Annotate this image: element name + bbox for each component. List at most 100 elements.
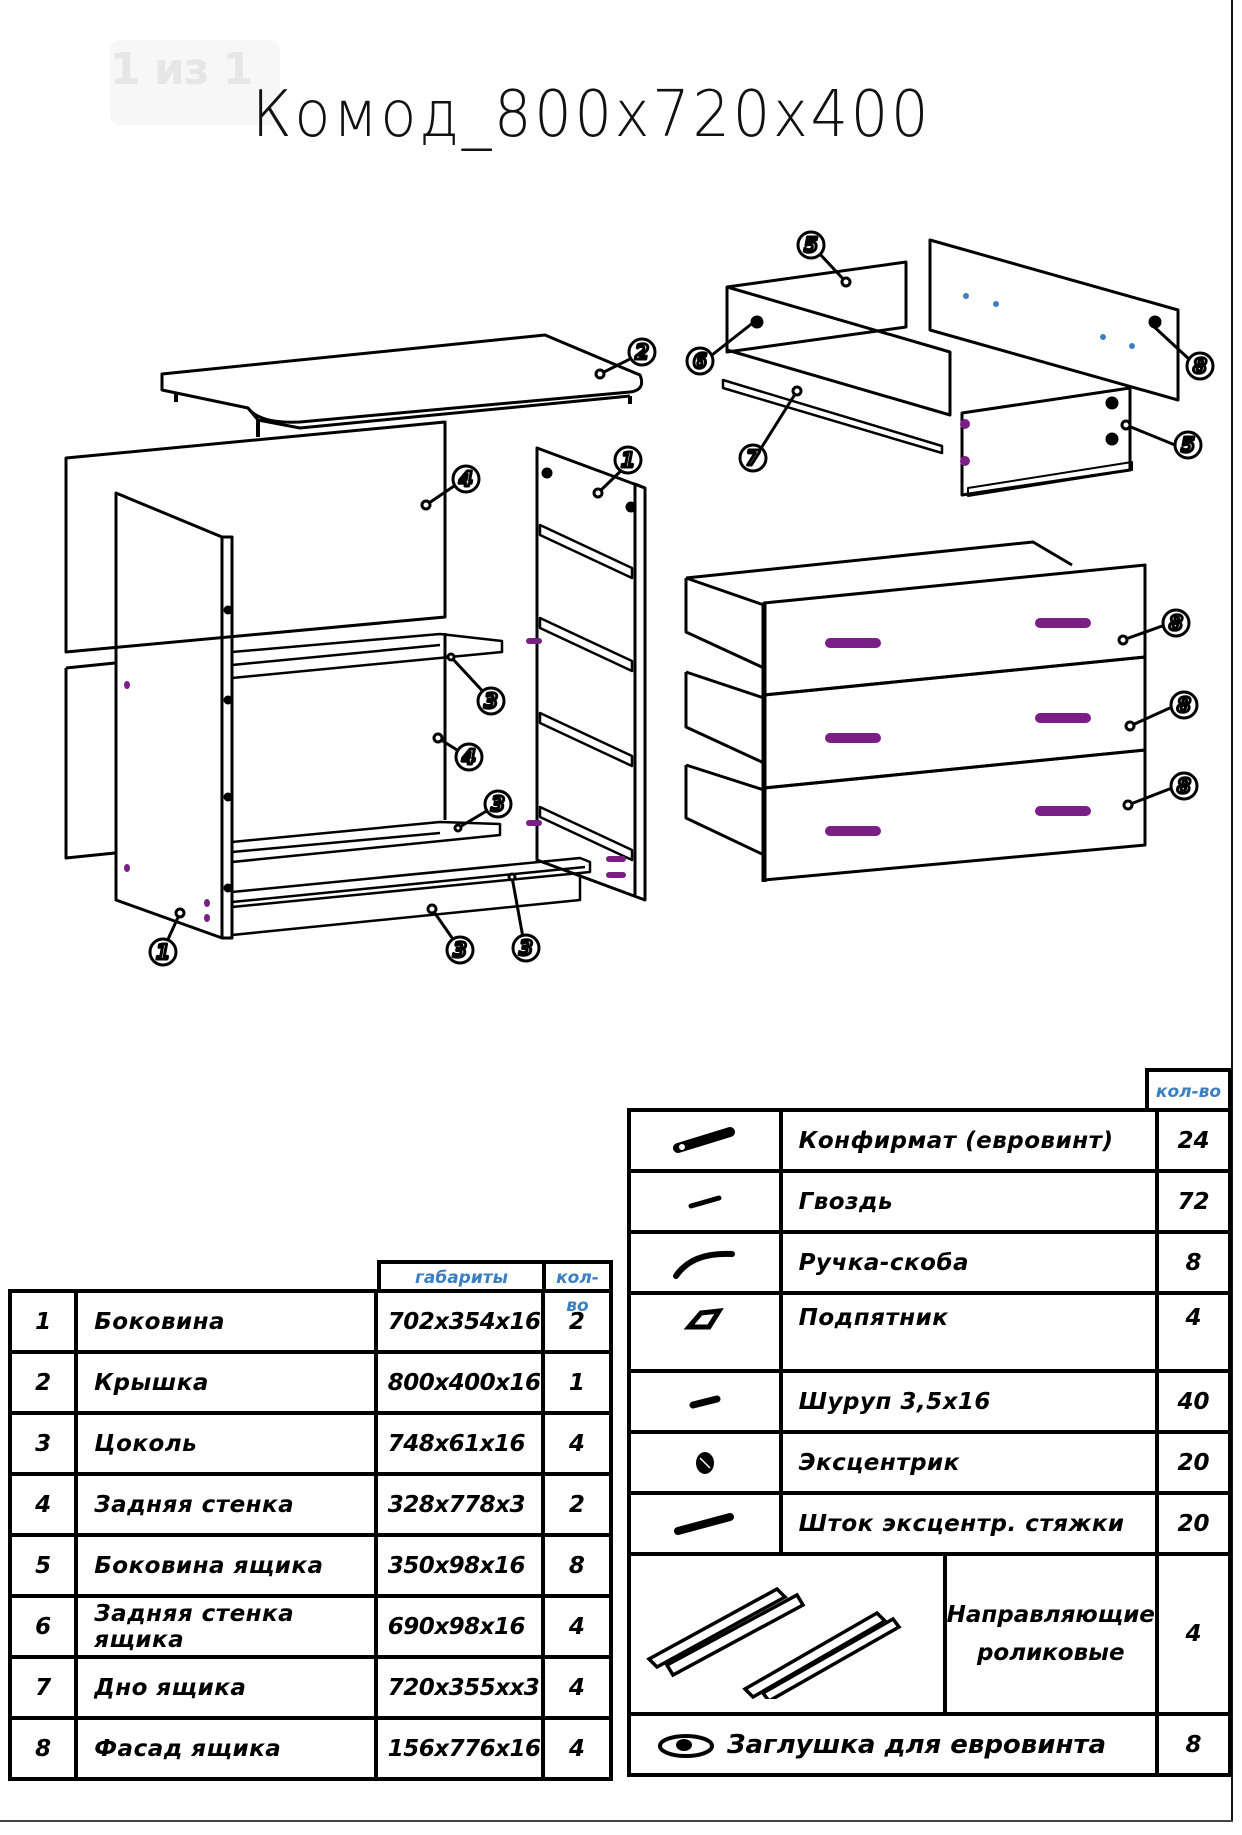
hardware-qty: 4 xyxy=(1154,1291,1233,1373)
part-number: 6 xyxy=(7,1594,79,1659)
callout-3c: 3 xyxy=(426,903,475,965)
hardware-icon-cell xyxy=(627,1108,783,1173)
part-number: 4 xyxy=(7,1472,79,1537)
part-qty: 8 xyxy=(540,1533,614,1598)
drawer-rails-icon xyxy=(645,1586,902,1704)
hardware-qty: 72 xyxy=(1154,1169,1233,1234)
part-name: Крышка xyxy=(74,1350,378,1415)
svg-text:3: 3 xyxy=(453,938,467,962)
part-top-panel xyxy=(160,333,644,437)
svg-text:5: 5 xyxy=(804,233,818,257)
hardware-qty: 24 xyxy=(1154,1108,1233,1173)
part-qty: 2 xyxy=(540,1289,614,1354)
rails-name-line2: роликовые xyxy=(976,1640,1125,1666)
hardware-icon-cell xyxy=(627,1491,783,1556)
callout-1a: 1 xyxy=(592,445,643,499)
page-indicator: 1 из 1 xyxy=(110,40,280,125)
part-back-panels xyxy=(64,420,447,860)
callout-5a: 5 xyxy=(796,230,852,288)
part-dimensions: 720х355хх3 xyxy=(373,1655,545,1720)
part-qty: 4 xyxy=(540,1716,614,1781)
svg-text:4: 4 xyxy=(458,467,473,491)
callout-2: 2 xyxy=(594,337,657,380)
cam-bolt-icon xyxy=(673,1512,734,1535)
part-dimensions: 800х400х16 xyxy=(373,1350,545,1415)
part-qty: 1 xyxy=(540,1350,614,1415)
part-name: Боковина xyxy=(74,1289,378,1354)
wood-screw-icon xyxy=(689,1395,721,1409)
part-dimensions: 690х98х16 xyxy=(373,1594,545,1659)
hardware-qty: 8 xyxy=(1154,1230,1233,1295)
hardware-name: Гвоздь xyxy=(778,1169,1159,1234)
furniture-glide-icon xyxy=(683,1307,724,1330)
frame-border-right xyxy=(1231,0,1233,1822)
cam-lock-icon xyxy=(695,1451,714,1474)
svg-text:4: 4 xyxy=(461,745,476,769)
hardware-row: Подпятник 4 xyxy=(627,1291,1233,1373)
svg-text:8: 8 xyxy=(1177,774,1191,798)
hardware-row: Конфирмат (евровинт) 24 xyxy=(627,1108,1233,1173)
rails-name-line1: Направляющие xyxy=(946,1602,1155,1628)
hardware-icon-cell xyxy=(627,1369,783,1434)
part-left-side xyxy=(114,491,234,940)
part-number: 5 xyxy=(7,1533,79,1598)
part-name: Задняя стенка ящика xyxy=(74,1594,378,1659)
drawer-handles xyxy=(825,618,1091,836)
part-name: Задняя стенка xyxy=(74,1472,378,1537)
svg-text:8: 8 xyxy=(1169,611,1183,635)
hardware-qty: 20 xyxy=(1154,1491,1233,1556)
cap-name: Заглушка для евровинта xyxy=(727,1729,1107,1760)
hardware-name-cap: Заглушка для евровинта xyxy=(627,1712,1159,1777)
frame-border-bottom xyxy=(0,1820,1233,1822)
hardware-icon-cell xyxy=(627,1430,783,1495)
part-dimensions: 702х354х16 xyxy=(373,1289,545,1354)
svg-text:1: 1 xyxy=(621,448,635,472)
page-indicator-text: 1 из 1 xyxy=(110,44,253,95)
hardware-row-cap: Заглушка для евровинта 8 xyxy=(627,1712,1233,1777)
hardware-icon-cell xyxy=(627,1291,783,1373)
part-dimensions: 156х776х16 xyxy=(373,1716,545,1781)
hardware-icon-cell xyxy=(627,1169,783,1234)
callout-8d: 8 xyxy=(1122,771,1199,811)
hardware-icon-cell xyxy=(627,1230,783,1295)
part-qty: 2 xyxy=(540,1472,614,1537)
svg-text:3: 3 xyxy=(484,689,498,713)
hardware-name: Ручка-скоба xyxy=(778,1230,1159,1295)
screw-cap-icon xyxy=(658,1734,714,1758)
part-qty: 4 xyxy=(540,1594,614,1659)
part-number: 2 xyxy=(7,1350,79,1415)
hardware-qty: 40 xyxy=(1154,1369,1233,1434)
hardware-row: Гвоздь 72 xyxy=(627,1169,1233,1234)
part-dimensions: 748х61х16 xyxy=(373,1411,545,1476)
part-dimensions: 350х98х16 xyxy=(373,1533,545,1598)
hardware-name: Эксцентрик xyxy=(778,1430,1159,1495)
svg-text:1: 1 xyxy=(156,940,170,964)
hardware-table: Конфирмат (евровинт) 24 Гвоздь 72 Ручка-… xyxy=(627,1108,1233,1777)
svg-text:8: 8 xyxy=(1193,354,1207,378)
svg-text:3: 3 xyxy=(491,792,505,816)
svg-text:5: 5 xyxy=(1181,433,1195,457)
document-title: Комод_800х720х400 xyxy=(252,78,932,152)
callout-3d: 3 xyxy=(507,872,541,963)
svg-text:6: 6 xyxy=(693,349,707,373)
bracket-handle-icon xyxy=(672,1250,735,1279)
hardware-row: Эксцентрик 20 xyxy=(627,1430,1233,1495)
hardware-qty: 8 xyxy=(1154,1712,1233,1777)
hardware-row: Ручка-скоба 8 xyxy=(627,1230,1233,1295)
part-number: 8 xyxy=(7,1716,79,1781)
part-qty: 4 xyxy=(540,1655,614,1720)
part-name: Цоколь xyxy=(74,1411,378,1476)
part-number: 7 xyxy=(7,1655,79,1720)
callout-8a: 8 xyxy=(1148,321,1215,381)
svg-text:2: 2 xyxy=(635,340,649,364)
callout-7: 7 xyxy=(738,385,803,473)
hardware-name: Подпятник xyxy=(778,1291,1159,1373)
